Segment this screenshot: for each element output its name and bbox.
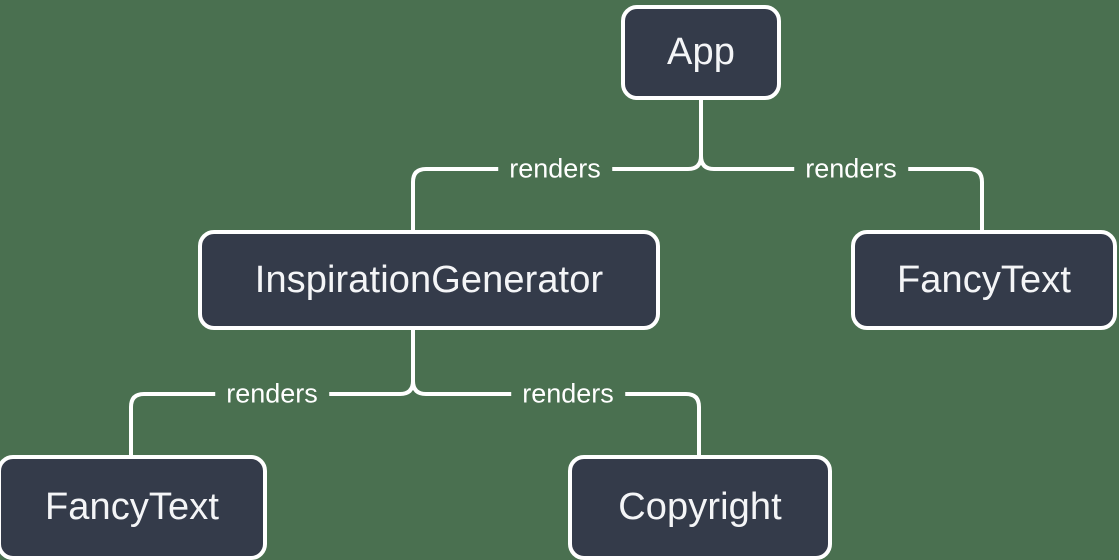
edge-inspiration-generator-to-copyright: [411, 380, 701, 455]
node-fancytext-bottom[interactable]: FancyText: [0, 455, 267, 560]
edge-label-inspiration-generator-to-copyright: renders: [511, 380, 625, 408]
node-inspiration-generator-label: InspirationGenerator: [254, 258, 604, 301]
node-copyright-label: Copyright: [618, 486, 782, 528]
node-fancytext-bottom-label: FancyText: [44, 486, 220, 528]
node-app[interactable]: App: [621, 5, 781, 100]
node-inspiration-generator[interactable]: InspirationGenerator: [198, 230, 660, 330]
edge-label-inspiration-generator-to-fancytext-bottom: renders: [215, 380, 329, 408]
node-fancytext-right[interactable]: FancyText: [851, 230, 1117, 330]
edge-inspiration-generator-to-fancytext-bottom: [129, 380, 415, 455]
edge-app-to-fancytext-right: [699, 155, 984, 230]
node-app-label: App: [667, 31, 735, 73]
edge-label-app-to-fancytext-right: renders: [794, 155, 908, 183]
edge-label-app-to-inspiration-generator: renders: [498, 155, 612, 183]
edge-app-to-inspiration-generator: [411, 155, 703, 230]
node-fancytext-right-label: FancyText: [896, 258, 1072, 301]
node-copyright[interactable]: Copyright: [568, 455, 832, 560]
